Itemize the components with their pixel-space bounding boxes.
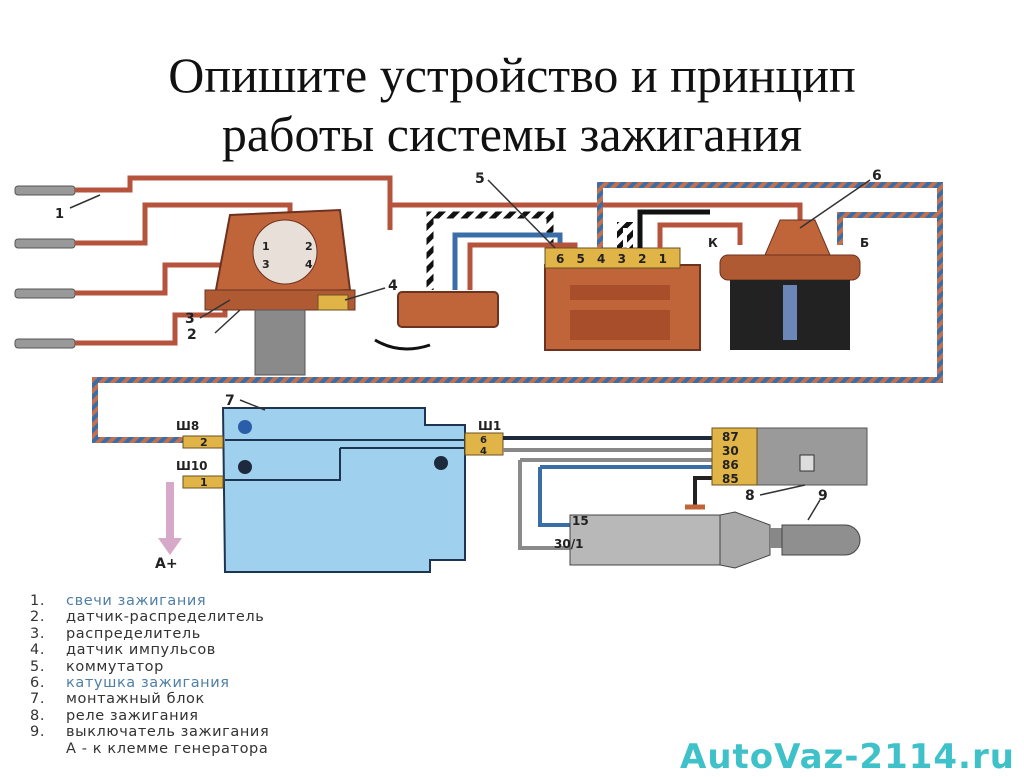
legend-item: 3. распределитель — [30, 626, 269, 642]
callout-numbers: 1 2 3 4 5 6 7 8 9 — [55, 168, 882, 504]
legend-num: 4. — [30, 642, 46, 659]
legend-item: 4. датчик импульсов — [30, 642, 269, 658]
legend-text: выключатель зажигания — [66, 724, 270, 741]
ignition-coil: К Б — [708, 212, 940, 350]
legend-item: 2. датчик-распределитель — [30, 609, 269, 625]
callout-2: 2 — [187, 327, 197, 343]
spark-plug-icon — [14, 238, 76, 249]
legend-num: 5. — [30, 658, 46, 675]
spark-plug-icon — [14, 185, 76, 196]
connector-sh8-label: Ш8 — [176, 419, 199, 433]
pulse-sensor-connector — [397, 211, 578, 328]
relay-wires — [503, 436, 712, 550]
legend: 1. свечи зажигания 2. датчик-распределител… — [30, 593, 269, 757]
legend-item: 9. выключатель зажигания — [30, 724, 269, 740]
legend-num: 9. — [30, 724, 46, 741]
legend-item: 1. свечи зажигания — [30, 593, 269, 609]
legend-text: коммутатор — [66, 658, 164, 675]
coil-terminal-k-label: К — [708, 236, 718, 250]
ignition-switch: 15 30/1 — [554, 511, 861, 569]
callout-8: 8 — [745, 488, 755, 504]
slide-title-line-2: работы системы зажигания — [221, 106, 803, 162]
spark-plug-icon — [14, 288, 76, 299]
legend-text: свечи зажигания — [66, 593, 207, 609]
legend-num: 7. — [30, 691, 46, 708]
callout-5: 5 — [475, 171, 485, 187]
rotation-arrow-icon — [374, 338, 431, 351]
callout-3: 3 — [185, 311, 195, 327]
legend-text: реле зажигания — [66, 707, 199, 724]
coil-terminal-b-label: Б — [860, 236, 869, 250]
callout-7: 7 — [225, 393, 235, 409]
legend-text: катушка зажигания — [66, 675, 230, 692]
callout-leaders — [69, 179, 871, 521]
ignition-relay: 87 30 86 85 — [711, 427, 868, 486]
callout-4: 4 — [388, 278, 398, 294]
legend-item: 5. коммутатор — [30, 659, 269, 675]
spark-plugs — [14, 185, 76, 349]
legend-num: 3. — [30, 625, 46, 642]
watermark: AutoVaz-2114.ru — [680, 737, 1015, 777]
legend-text: датчик импульсов — [66, 642, 216, 659]
spark-plug-icon — [14, 338, 76, 349]
distributor: 1 2 3 4 — [204, 208, 356, 376]
distributor-mark: 4 — [305, 258, 313, 271]
connector-sh10-label: Ш10 — [176, 459, 208, 473]
legend-text: А - к клемме генератора — [66, 740, 269, 757]
generator-label: А+ — [155, 556, 178, 572]
legend-text: датчик-распределитель — [66, 609, 265, 626]
relay-pin-label: 87 — [722, 430, 739, 444]
legend-text: распределитель — [66, 625, 201, 642]
callout-6: 6 — [872, 168, 882, 184]
switch-pin-label: 15 — [572, 514, 589, 528]
legend-num: 6. — [30, 675, 46, 692]
callout-9: 9 — [818, 488, 828, 504]
connector-pin-label: 6 — [480, 435, 487, 446]
distributor-mark: 2 — [305, 240, 313, 253]
legend-num: 1. — [30, 593, 46, 609]
mounting-block: Ш8 2 Ш10 1 Ш1 6 4 А+ — [155, 407, 504, 573]
commutator-pin-labels: 6 5 4 3 2 1 — [556, 252, 671, 266]
connector-pin-label: 4 — [480, 446, 487, 457]
callout-1: 1 — [55, 207, 64, 222]
legend-num: 2. — [30, 609, 46, 626]
relay-pin-label: 86 — [722, 458, 739, 472]
switch-pin-label: 30/1 — [554, 537, 583, 551]
legend-text: монтажный блок — [66, 691, 205, 708]
distributor-mark: 3 — [262, 258, 270, 271]
connector-sh1-label: Ш1 — [478, 419, 501, 433]
legend-item: А - к клемме генератора — [30, 741, 269, 757]
legend-item: 7. монтажный блок — [30, 691, 269, 707]
legend-item: 6. катушка зажигания — [30, 675, 269, 691]
relay-pin-label: 30 — [722, 444, 739, 458]
commutator: 6 5 4 3 2 1 — [92, 182, 943, 443]
connector-pin-label: 2 — [200, 436, 208, 449]
distributor-mark: 1 — [262, 240, 270, 253]
connector-pin-label: 1 — [200, 476, 208, 489]
relay-pin-label: 85 — [722, 472, 739, 486]
slide-title-line-1: Опишите устройство и принцип — [168, 47, 856, 103]
legend-item: 8. реле зажигания — [30, 708, 269, 724]
legend-num: 8. — [30, 707, 46, 724]
